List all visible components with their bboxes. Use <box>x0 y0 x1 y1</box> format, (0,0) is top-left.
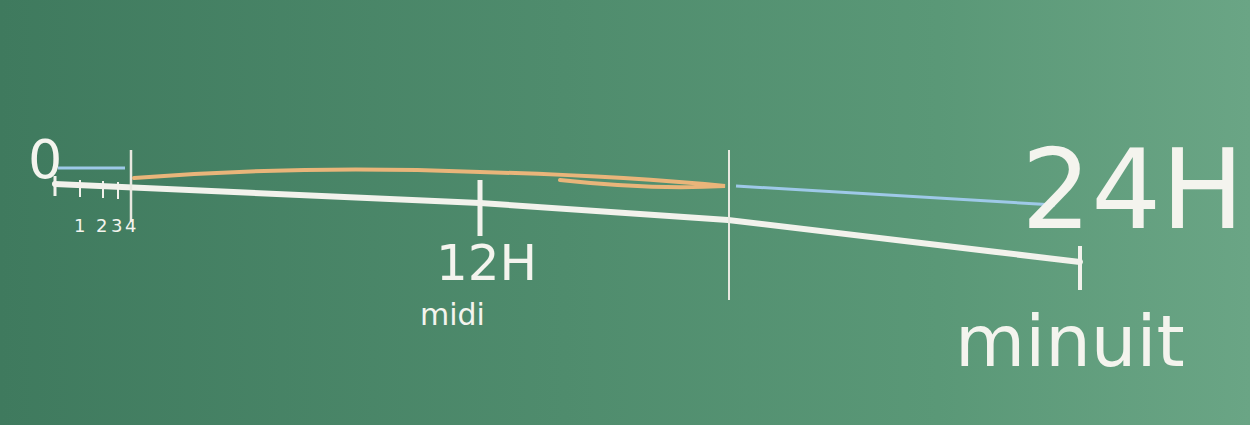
night-segment <box>736 186 1055 205</box>
midnight-word: minuit <box>955 305 1185 377</box>
divider-line <box>130 150 133 222</box>
hour-tick <box>102 181 104 198</box>
divider-line <box>728 150 730 300</box>
hour-number: 2 <box>96 217 107 235</box>
timeline-axis <box>55 184 1080 262</box>
noon-tick <box>478 180 483 236</box>
start-label: 0 <box>28 133 62 187</box>
hour-tick <box>79 180 81 197</box>
noon-word: midi <box>420 300 485 330</box>
night-segment <box>58 167 125 170</box>
hour-number: 1 <box>74 217 85 235</box>
hour-number: 3 <box>111 217 122 235</box>
noon-label: 12H <box>436 238 537 288</box>
end-tick <box>1078 246 1082 290</box>
hour-number: 4 <box>125 217 136 235</box>
day-segment <box>134 170 725 188</box>
end-label: 24H <box>1021 135 1244 245</box>
hour-tick <box>117 182 119 199</box>
